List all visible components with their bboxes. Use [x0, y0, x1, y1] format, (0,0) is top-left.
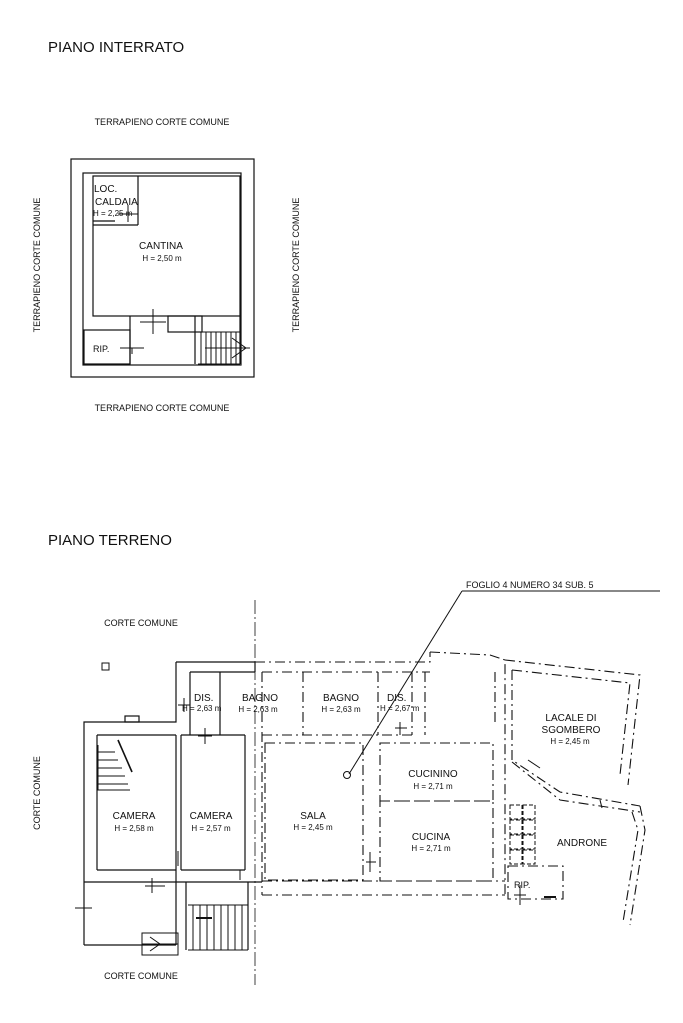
storeroom-height: H = 2,45 m — [550, 737, 590, 746]
kitchen-height: H = 2,71 m — [411, 844, 451, 853]
ground-title: PIANO TERRENO — [48, 532, 172, 549]
storeroom-name-line2: SGOMBERO — [542, 725, 601, 736]
dis2-name: DIS. — [387, 693, 406, 704]
parcel-marker — [343, 771, 351, 779]
boiler-room-height: H = 2,25 m — [93, 209, 133, 218]
parcel-label: FOGLIO 4 NUMERO 34 SUB. 5 — [466, 580, 594, 590]
ground-walls-solid — [83, 661, 262, 950]
ground-surround-left: CORTE COMUNE — [32, 756, 42, 830]
small-square-mark — [101, 662, 110, 671]
dis1-name: DIS. — [194, 693, 213, 704]
ground-storage-name: RIP. — [514, 880, 530, 890]
bedroom1-height: H = 2,58 m — [114, 824, 154, 833]
hall-cabinets — [509, 804, 536, 865]
basement-surround-bottom: TERRAPIENO CORTE COMUNE — [95, 403, 230, 413]
basement-title: PIANO INTERRATO — [48, 39, 184, 56]
bath1-name: BAGNO — [242, 693, 278, 704]
cellar-height: H = 2,50 m — [142, 254, 182, 263]
basement-storage-name: RIP. — [93, 344, 109, 354]
bedroom2-height: H = 2,57 m — [191, 824, 231, 833]
ground-walls-dashed — [255, 651, 646, 926]
basement-plan: PIANO INTERRATO TERRAPIENO CORTE COMUNE … — [32, 39, 301, 413]
parcel-leader-diagonal — [348, 590, 463, 775]
basement-walls — [70, 158, 255, 378]
bath2-name: BAGNO — [323, 693, 359, 704]
bedroom1-name: CAMERA — [113, 811, 156, 822]
basement-surround-right: TERRAPIENO CORTE COMUNE — [291, 198, 301, 333]
kitchenette-name: CUCININO — [408, 769, 458, 780]
basement-surround-top: TERRAPIENO CORTE COMUNE — [95, 117, 230, 127]
cellar-name: CANTINA — [139, 241, 183, 252]
basement-surround-left: TERRAPIENO CORTE COMUNE — [32, 198, 42, 333]
bedroom2-name: CAMERA — [190, 811, 233, 822]
ground-door-marks — [75, 698, 603, 918]
bath1-height: H = 2,63 m — [238, 705, 278, 714]
bath2-height: H = 2,63 m — [321, 705, 361, 714]
living-height: H = 2,45 m — [293, 823, 333, 832]
ground-stairs — [97, 739, 248, 956]
storeroom-name-line1: LACALE DI — [545, 713, 596, 724]
basement-stairs — [198, 331, 250, 365]
basement-door-marks — [118, 205, 166, 354]
ground-surround-bottom: CORTE COMUNE — [104, 971, 178, 981]
hall-name: ANDRONE — [557, 838, 607, 849]
kitchen-name: CUCINA — [412, 832, 451, 843]
dis2-height: H = 2,67 m — [380, 704, 420, 713]
boiler-room-name-line1: LOC. — [94, 184, 117, 195]
boiler-room-name-line2: CALDAIA — [95, 197, 138, 208]
ground-plan: PIANO TERRENO FOGLIO 4 NUMERO 34 SUB. 5 … — [32, 532, 660, 985]
dis1-height: H = 2,63 m — [182, 704, 222, 713]
ground-surround-top: CORTE COMUNE — [104, 618, 178, 628]
living-name: SALA — [300, 811, 326, 822]
kitchenette-height: H = 2,71 m — [413, 782, 453, 791]
